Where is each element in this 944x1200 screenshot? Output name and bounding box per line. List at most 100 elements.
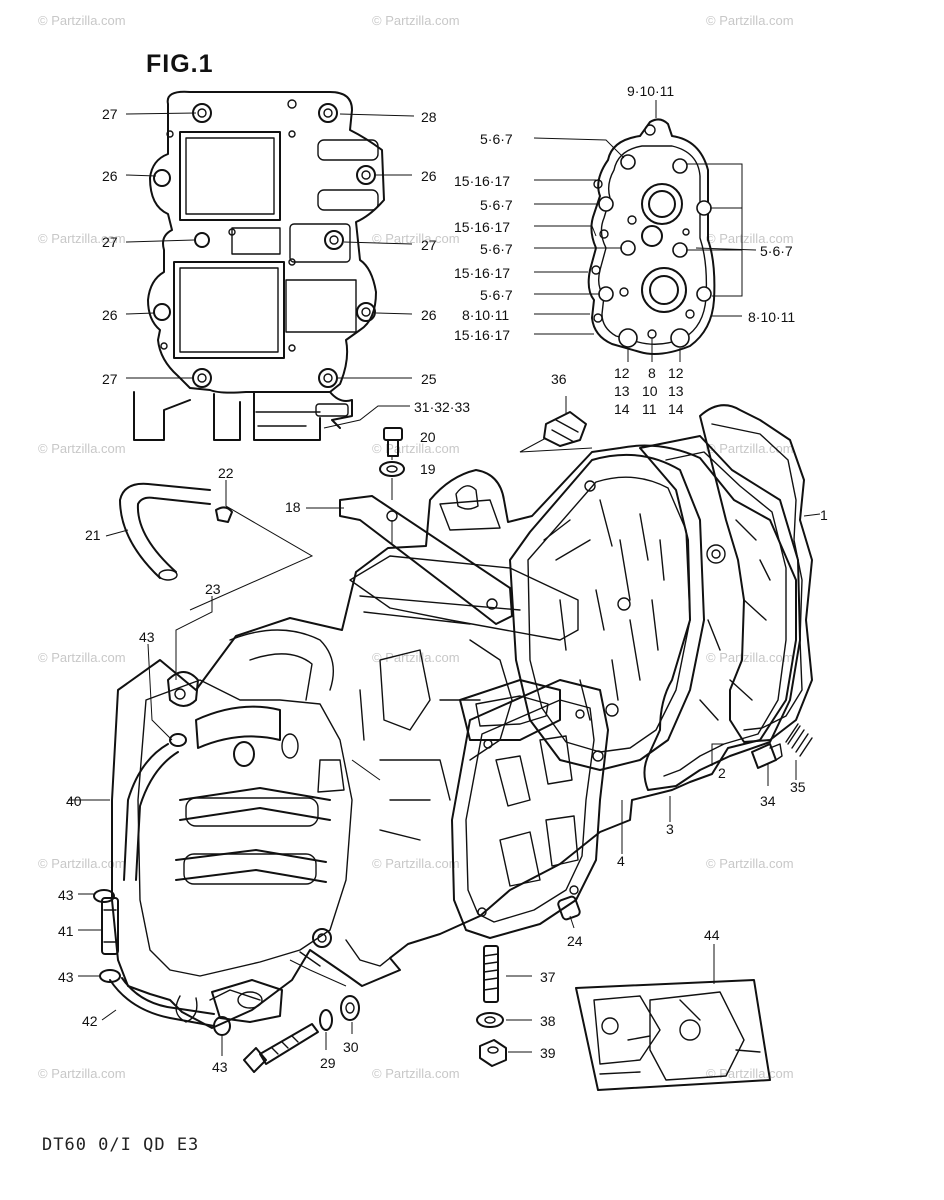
part-35-spring [785,723,813,757]
figure-title: FIG.1 [146,50,214,78]
watermark: © Partzilla.com [706,231,794,246]
part-24-dowel-pin [557,895,581,921]
callout-5-6-7: 5·6·7 [480,241,513,257]
callout-30: 30 [343,1039,359,1055]
callout-10: 10 [642,383,658,399]
part-43-long-bolt [243,1023,319,1073]
callout-43: 43 [58,887,74,903]
callout-26: 26 [421,307,437,323]
callout-15-16-17: 15·16·17 [454,265,510,281]
callout-28: 28 [421,109,437,125]
callout-11: 11 [642,401,657,417]
part-41-fitting-pipe [101,897,119,955]
crankcase-cylinder-block [111,404,813,1029]
watermark: © Partzilla.com [372,856,460,871]
callout-35: 35 [790,779,806,795]
part-36-drain-plug [543,411,587,447]
leader-lines [68,100,821,1056]
callout-27: 27 [102,371,118,387]
callout-42: 42 [82,1013,98,1029]
callout-9-10-11: 9·10·11 [627,83,674,99]
callout-4: 4 [617,853,625,869]
callout-24: 24 [567,933,583,949]
callout-22: 22 [218,465,234,481]
callout-29: 29 [320,1055,336,1071]
callout-43: 43 [58,969,74,985]
watermark: © Partzilla.com [38,1066,126,1081]
callout-27: 27 [421,237,437,253]
part-19-washer [379,461,405,477]
watermark: © Partzilla.com [372,441,460,456]
callout-12: 12 [614,365,630,381]
callout-43: 43 [212,1059,228,1075]
callout-12: 12 [668,365,684,381]
callout-26: 26 [102,307,118,323]
callout-2: 2 [718,765,726,781]
watermark: © Partzilla.com [38,856,126,871]
callout-23: 23 [205,581,221,597]
callout-27: 27 [102,106,118,122]
part-38-washer [476,1012,504,1028]
model-code-footer: DT60 0/I QD E3 [42,1135,200,1155]
callout-44: 44 [704,927,720,943]
callout-8: 8 [648,365,656,381]
callout-21: 21 [85,527,101,543]
callout-34: 34 [760,793,776,809]
watermark: © Partzilla.com [706,13,794,28]
part-37-stud-bolt [483,945,499,1003]
callout-5-6-7: 5·6·7 [480,131,513,147]
callout-8-10-11: 8·10·11 [748,309,795,325]
callout-25: 25 [421,371,437,387]
part-44-gasket-kit [575,979,771,1091]
part-30-washer [340,995,360,1021]
callout-1: 1 [820,507,828,523]
watermark: © Partzilla.com [38,231,126,246]
callout-15-16-17: 15·16·17 [454,173,510,189]
part-21-hose [119,482,211,581]
callout-5-6-7: 5·6·7 [760,243,793,259]
callout-14: 14 [668,401,684,417]
callout-15-16-17: 15·16·17 [454,219,510,235]
watermark-layer: © Partzilla.com © Partzilla.com © Partzi… [38,13,794,1081]
callout-36: 36 [551,371,567,387]
watermark: © Partzilla.com [372,13,460,28]
watermark: © Partzilla.com [38,650,126,665]
part-42-hose [109,977,215,1027]
part-40-hose [123,743,179,881]
callout-13: 13 [614,383,630,399]
part-39-nut [479,1039,507,1067]
callout-37: 37 [540,969,556,985]
callout-31-32-33: 31·32·33 [414,399,470,415]
watermark: © Partzilla.com [372,1066,460,1081]
callout-8-10-11: 8·10·11 [462,307,509,323]
callout-15-16-17: 15·16·17 [454,327,510,343]
callout-40: 40 [66,793,82,809]
callout-43: 43 [139,629,155,645]
watermark: © Partzilla.com [706,1066,794,1081]
callout-13: 13 [668,383,684,399]
callout-20: 20 [420,429,436,445]
callout-39: 39 [540,1045,556,1061]
watermark: © Partzilla.com [372,650,460,665]
callout-14: 14 [614,401,630,417]
intake-cover-plate [133,90,385,441]
part-34-fitting [751,743,783,769]
callout-18: 18 [285,499,301,515]
watermark: © Partzilla.com [38,13,126,28]
part-20-bolt [383,427,403,457]
callout-41: 41 [58,923,74,939]
watermark: © Partzilla.com [706,856,794,871]
watermark: © Partzilla.com [38,441,126,456]
callout-3: 3 [666,821,674,837]
cylinder-head-cover [587,118,716,355]
watermark: © Partzilla.com [706,650,794,665]
callout-19: 19 [420,461,436,477]
part-29-washer [319,1009,333,1031]
callout-5-6-7: 5·6·7 [480,287,513,303]
callout-5-6-7: 5·6·7 [480,197,513,213]
part-22-hose-clip [215,506,233,523]
callout-26: 26 [421,168,437,184]
callout-38: 38 [540,1013,556,1029]
callout-26: 26 [102,168,118,184]
